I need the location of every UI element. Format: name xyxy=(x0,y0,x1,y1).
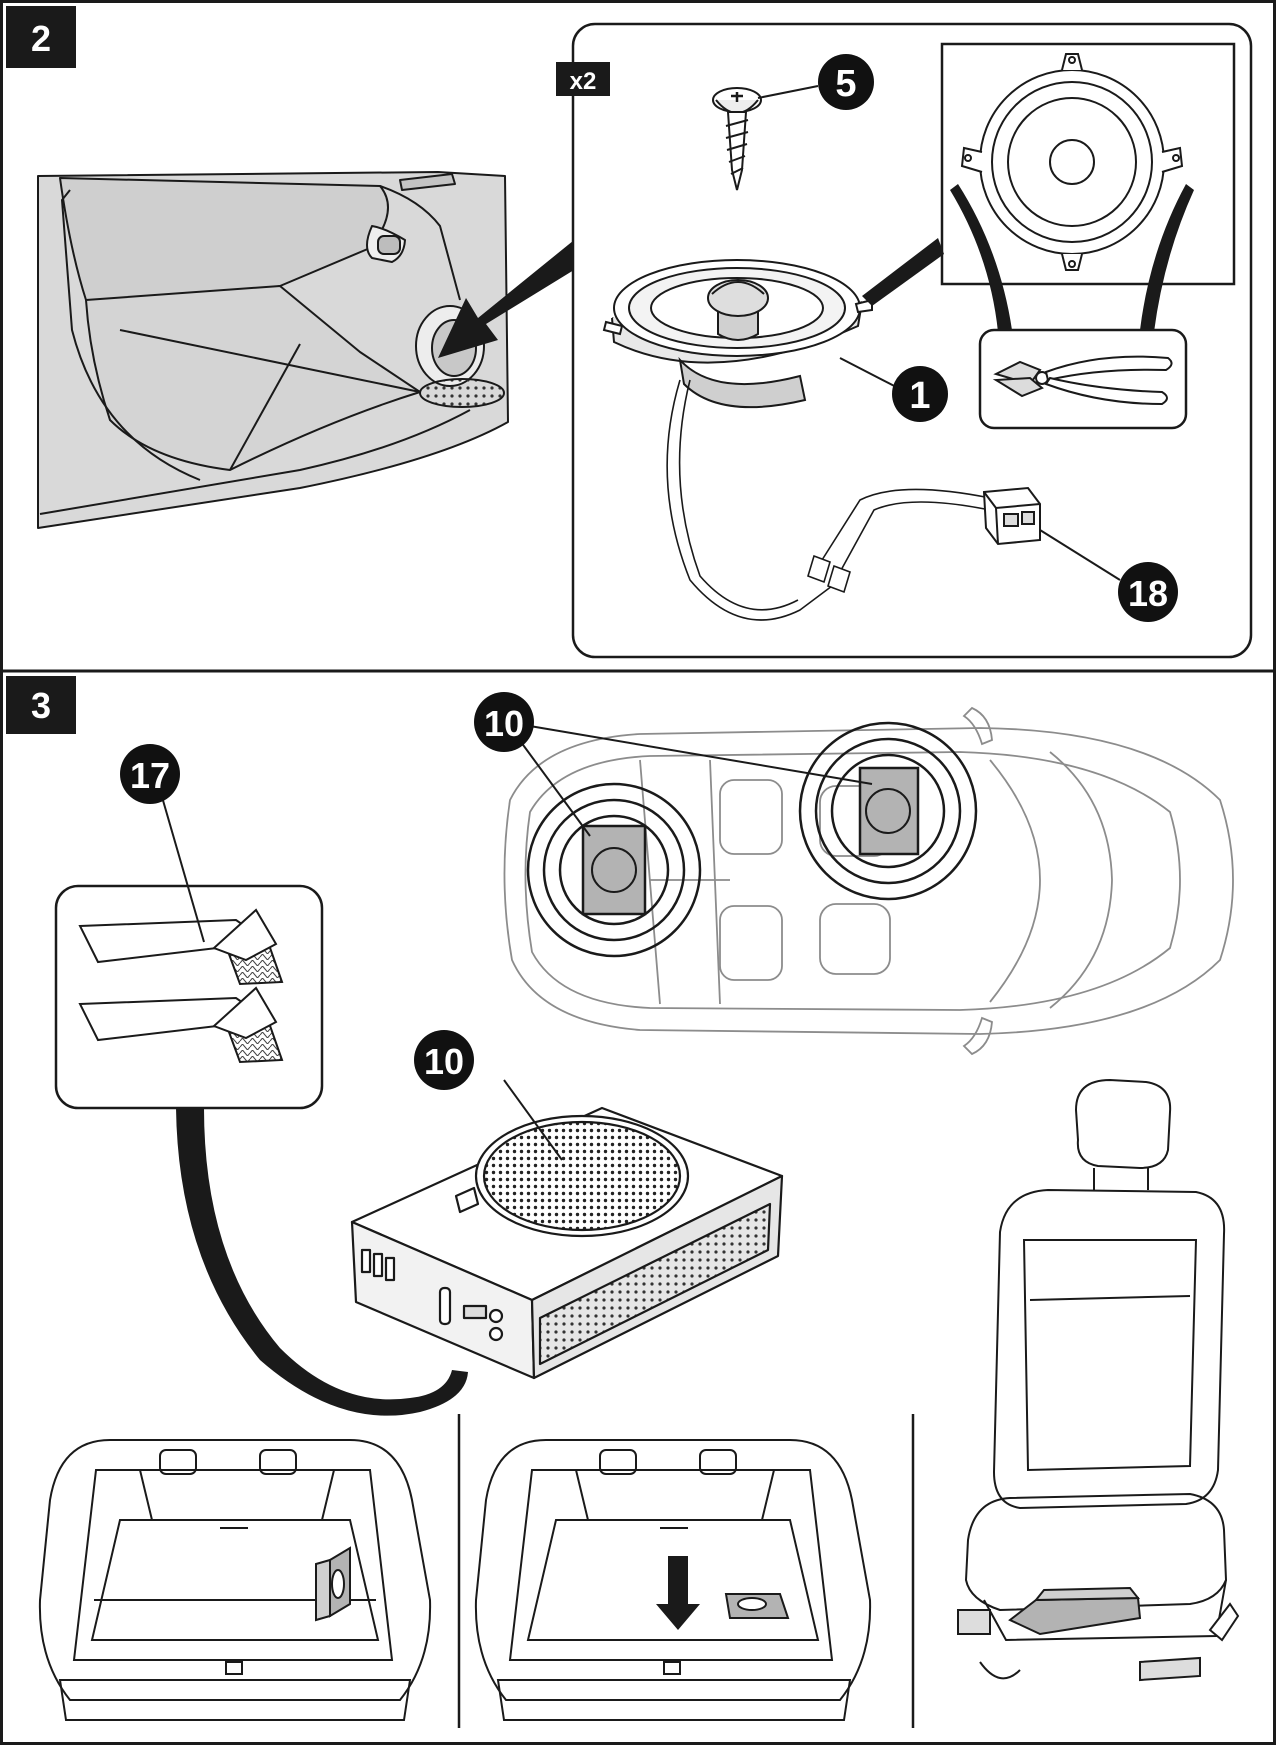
speaker-front-icon xyxy=(960,53,1184,271)
callout-subwoofer-box-label: 10 xyxy=(424,1041,464,1082)
tape-box xyxy=(54,884,324,1110)
leader-speaker xyxy=(839,357,903,391)
callout-connector: 18 xyxy=(1118,562,1178,622)
callout-car-subwoofer: 10 xyxy=(474,692,534,752)
car-sub-seat xyxy=(798,721,978,901)
callout-car-subwoofer-label: 10 xyxy=(484,703,524,744)
callout-screw: 5 xyxy=(818,54,874,110)
leader-connector xyxy=(1039,529,1121,581)
tape-icon xyxy=(78,908,284,1064)
leader-tape xyxy=(159,789,205,943)
detail-connector-arrow xyxy=(862,238,944,306)
callout-subwoofer-box: 10 xyxy=(414,1030,474,1090)
step-2-number: 2 xyxy=(31,18,51,59)
leader-car-seat xyxy=(517,723,873,785)
pliers-icon xyxy=(992,355,1173,406)
speaker-icon xyxy=(602,259,873,409)
subwoofer-icon xyxy=(350,1106,784,1380)
callout-speaker: 1 xyxy=(892,366,948,422)
step-2-badge: 2 xyxy=(6,6,76,68)
multiplier-badge: x2 xyxy=(556,62,610,96)
trunk-floor-icon xyxy=(474,1439,872,1721)
connector-icon xyxy=(982,486,1041,546)
multiplier-label: x2 xyxy=(570,68,597,95)
callout-tape: 17 xyxy=(120,744,180,804)
cut-guide-left xyxy=(950,184,1012,332)
step-3-badge: 3 xyxy=(6,676,76,734)
car-sub-rear xyxy=(526,782,702,958)
callout-screw-label: 5 xyxy=(835,63,856,105)
cut-guide-right xyxy=(1140,184,1194,332)
insert-arrow-icon xyxy=(438,232,600,358)
leader-car-rear xyxy=(517,737,591,837)
callout-connector-label: 18 xyxy=(1128,573,1168,614)
door-panel xyxy=(37,171,509,529)
callout-speaker-label: 1 xyxy=(909,375,930,417)
down-arrow-icon xyxy=(656,1556,700,1630)
leader-screw xyxy=(757,85,819,99)
seat-icon xyxy=(957,1078,1240,1682)
step-3-number: 3 xyxy=(31,685,51,726)
trunk-side-icon xyxy=(38,1439,432,1721)
tape-guide-arrow xyxy=(176,1108,468,1416)
speaker-wires xyxy=(666,379,991,621)
leader-subwoofer xyxy=(503,1079,563,1161)
screw-icon xyxy=(712,87,762,191)
callout-tape-label: 17 xyxy=(130,755,170,796)
